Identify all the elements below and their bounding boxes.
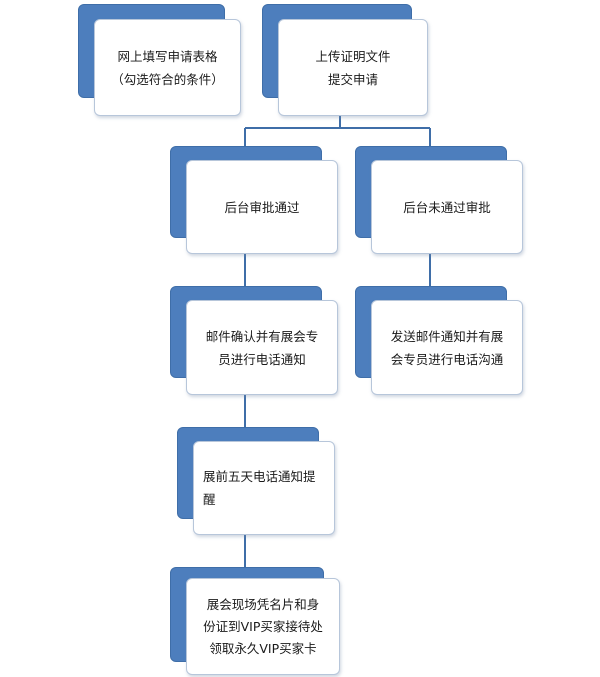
- node-line: 展会现场凭名片和身: [206, 596, 320, 612]
- node-card: [186, 300, 338, 395]
- node-card: [186, 578, 340, 675]
- node-line: 展前五天电话通知提: [203, 469, 316, 484]
- node-line: 后台审批通过: [224, 199, 300, 215]
- node-line: 网上填写申请表格: [117, 48, 218, 64]
- node-line: 后台未通过审批: [403, 199, 491, 215]
- node-line: 发送邮件通知并有展: [390, 328, 504, 344]
- node-card: [371, 300, 523, 395]
- node-card: [186, 160, 338, 254]
- node-line: 领取永久VIP买家卡: [209, 640, 317, 656]
- node-email-confirm-text: 邮件确认并有展会专 员进行电话通知: [186, 300, 338, 395]
- node-line: 提交申请: [327, 71, 378, 87]
- node-onsite-pickup-text: 展会现场凭名片和身 份证到VIP买家接待处 领取永久VIP买家卡: [186, 578, 340, 675]
- node-line: 员进行电话通知: [218, 351, 306, 367]
- node-card: [193, 441, 335, 535]
- node-rejected-text: 后台未通过审批: [371, 160, 523, 254]
- node-apply-online-text: 网上填写申请表格 （勾选符合的条件）: [94, 19, 241, 116]
- node-line: 份证到VIP买家接待处: [203, 618, 323, 634]
- node-approved-text: 后台审批通过: [186, 160, 338, 254]
- node-upload-docs-text: 上传证明文件 提交申请: [278, 19, 428, 116]
- node-line: 会专员进行电话沟通: [390, 351, 504, 367]
- node-call-5days-text: 展前五天电话通知提 醒: [203, 441, 333, 535]
- node-line: 上传证明文件: [315, 48, 391, 64]
- node-line: 醒: [203, 492, 216, 507]
- node-line: （勾选符合的条件）: [111, 71, 224, 87]
- node-line: 邮件确认并有展会专: [205, 328, 319, 344]
- node-email-notify-text: 发送邮件通知并有展 会专员进行电话沟通: [371, 300, 523, 395]
- node-card: [371, 160, 523, 254]
- node-card: [94, 19, 241, 116]
- node-card: [278, 19, 428, 116]
